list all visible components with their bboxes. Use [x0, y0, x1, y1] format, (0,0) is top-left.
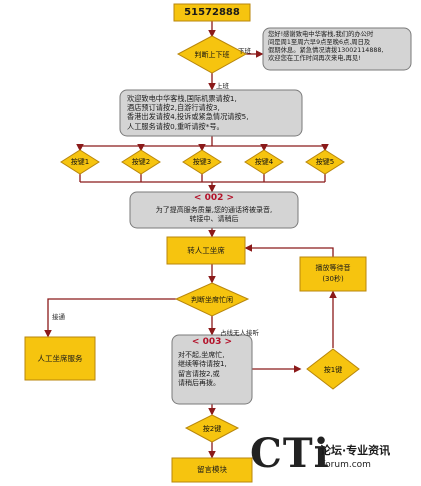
- press2-label: 按2键: [202, 425, 222, 433]
- menu-line-4: 人工服务请按0,重听请按*号。: [127, 121, 224, 131]
- busy-line-1: 对不起,坐席忙,: [178, 351, 225, 359]
- key5-label: 按键5: [315, 158, 335, 166]
- key1-label: 按键1: [70, 158, 90, 166]
- start-number-box: [173, 3, 251, 22]
- closed-line-4: 欢迎您在工作时间再次来电,再见!: [268, 55, 361, 63]
- busy-line-3: 留言请按2,或: [178, 369, 220, 378]
- busy-decision-label: 判断坐席忙闲: [191, 296, 233, 304]
- transfer-agent-box: [166, 236, 246, 265]
- key3-diamond: [182, 149, 222, 175]
- menu-message-box: [119, 89, 303, 137]
- closed-line-1: 您好!感谢致电中华客栈,我们的办公时: [268, 31, 374, 38]
- transfer-agent-label: 转人工坐席: [187, 246, 225, 255]
- key2-label: 按键2: [131, 158, 151, 166]
- press1-label: 按1键: [323, 366, 343, 374]
- closed-line-3: 假期休息。紧急情况请拨13002114888,: [268, 47, 384, 55]
- edge-on-hours: 上班: [216, 82, 229, 90]
- key2-diamond: [121, 149, 161, 175]
- code-002: < 002 >: [193, 193, 235, 203]
- key4-label: 按键4: [254, 158, 274, 166]
- busy-message-box: [171, 334, 253, 405]
- busy-line-4: 请稍后再拨。: [178, 379, 220, 388]
- key5-diamond: [305, 149, 345, 175]
- transfer-line-2: 转接中、请稍后: [189, 214, 239, 223]
- hold-music: 播放等待音 (30秒): [300, 263, 366, 284]
- voicemail-label: 留言模块: [197, 465, 227, 474]
- agent-service-label: 人工坐席服务: [37, 354, 83, 363]
- menu-message: 欢迎致电中华客栈,国际机票请按1, 酒店预订请按2,自游行请按3, 香港出发请按…: [127, 94, 249, 131]
- code-003: < 003 >: [191, 337, 233, 347]
- hold-line-2: (30秒): [322, 274, 344, 283]
- hours-decision: [176, 35, 248, 74]
- menu-line-1: 欢迎致电中华客栈,国际机票请按1,: [127, 94, 237, 103]
- hold-music-box: [299, 256, 367, 292]
- transfer-message-box: [129, 191, 299, 229]
- edge-connected: 接通: [52, 313, 65, 321]
- hold-line-1: 播放等待音: [315, 264, 351, 272]
- voicemail-box: [171, 457, 253, 483]
- brand-slogan: 论坛·专业资讯: [320, 444, 391, 457]
- menu-line-3: 香港出发请按4,投诉或紧急情况请按5,: [127, 112, 249, 122]
- connectors: [44, 21, 337, 459]
- press1-diamond: [306, 348, 360, 390]
- arrow-connected: [44, 298, 176, 338]
- edge-busy: 占线无人接听: [220, 329, 259, 337]
- arrow-hold-to-transfer: [244, 244, 334, 257]
- hours-decision-label: 判断上下班: [194, 51, 230, 59]
- edge-off-hours: 下班: [238, 47, 251, 55]
- menu-line-2: 酒店预订请按2,自游行请按3,: [127, 103, 220, 113]
- closed-message: 您好!感谢致电中华客栈,我们的办公时 间是周1至周六早9点至晚6点,周日及 假期…: [268, 31, 383, 63]
- busy-line-2: 继续等待请按1,: [178, 360, 227, 369]
- busy-decision: [174, 282, 250, 317]
- transfer-message: 为了提高服务质量,您的通话将被录音, 转接中、请稍后: [130, 206, 298, 224]
- transfer-line-1: 为了提高服务质量,您的通话将被录音,: [155, 206, 273, 214]
- closed-line-2: 间是周1至周六早9点至晚6点,周日及: [268, 39, 371, 47]
- key1-diamond: [60, 149, 100, 175]
- key4-diamond: [244, 149, 284, 175]
- press2-diamond: [184, 414, 240, 443]
- start-number: 51572888: [184, 7, 240, 18]
- key3-label: 按键3: [192, 158, 212, 166]
- brand-url: forum.com: [322, 460, 371, 470]
- closed-message-box: [262, 27, 412, 71]
- agent-service-box: [24, 336, 96, 381]
- busy-message: 对不起,坐席忙, 继续等待请按1, 留言请按2,或 请稍后再拨。: [178, 351, 227, 389]
- brand-logo: CTi: [250, 430, 330, 477]
